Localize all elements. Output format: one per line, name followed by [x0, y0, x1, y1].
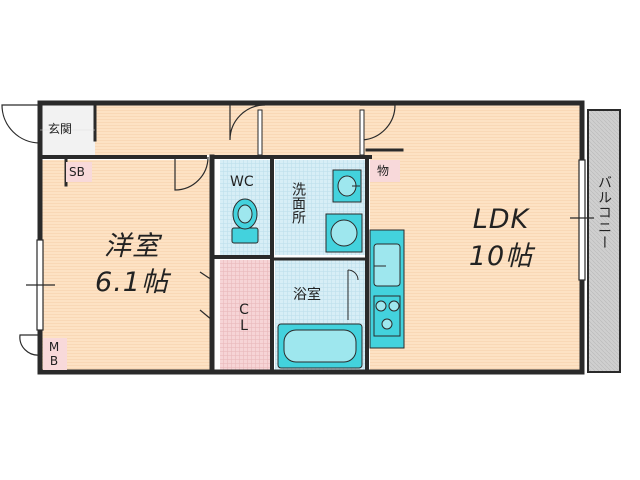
door-leaf: [257, 109, 263, 156]
ldk-name: LDK: [472, 204, 530, 235]
toilet-icon: [231, 198, 259, 244]
kitchen-sink-icon: [373, 243, 401, 287]
bedroom-size: 6.1帖: [95, 267, 169, 298]
closet-label: CL: [236, 302, 252, 334]
balcony-rail: [587, 109, 621, 373]
ldk-floor: [370, 105, 580, 370]
bathtub-icon: [277, 269, 363, 369]
balcony-floor: [588, 110, 620, 372]
sb-tag-bg: [66, 162, 92, 182]
bedroom-floor: [40, 160, 210, 370]
sb-label: SB: [69, 165, 85, 179]
door-leaf: [359, 109, 365, 156]
washbasin-icon: [332, 169, 362, 203]
door-swing-icon: [1, 104, 396, 356]
storage-tag-bg: [370, 160, 400, 182]
mb-label: MB: [47, 340, 61, 368]
mb-tag-bg: [43, 338, 67, 370]
balcony-label: バルコニー: [596, 175, 612, 250]
wc-label: WC: [230, 174, 254, 190]
storage-label: 物: [377, 164, 390, 178]
bedroom-name: 洋室: [104, 231, 160, 262]
corridor-floor: [95, 105, 370, 155]
bath-label: 浴室: [293, 287, 321, 303]
window-icon: [26, 159, 594, 331]
washroom-label: 洗面所: [290, 182, 306, 224]
entrance-label: 玄関: [48, 122, 73, 136]
ldk-size: 10帖: [468, 241, 534, 272]
washing-machine-pan-icon: [325, 213, 363, 253]
stove-icon: [373, 295, 401, 337]
closet-floor: [220, 260, 270, 370]
